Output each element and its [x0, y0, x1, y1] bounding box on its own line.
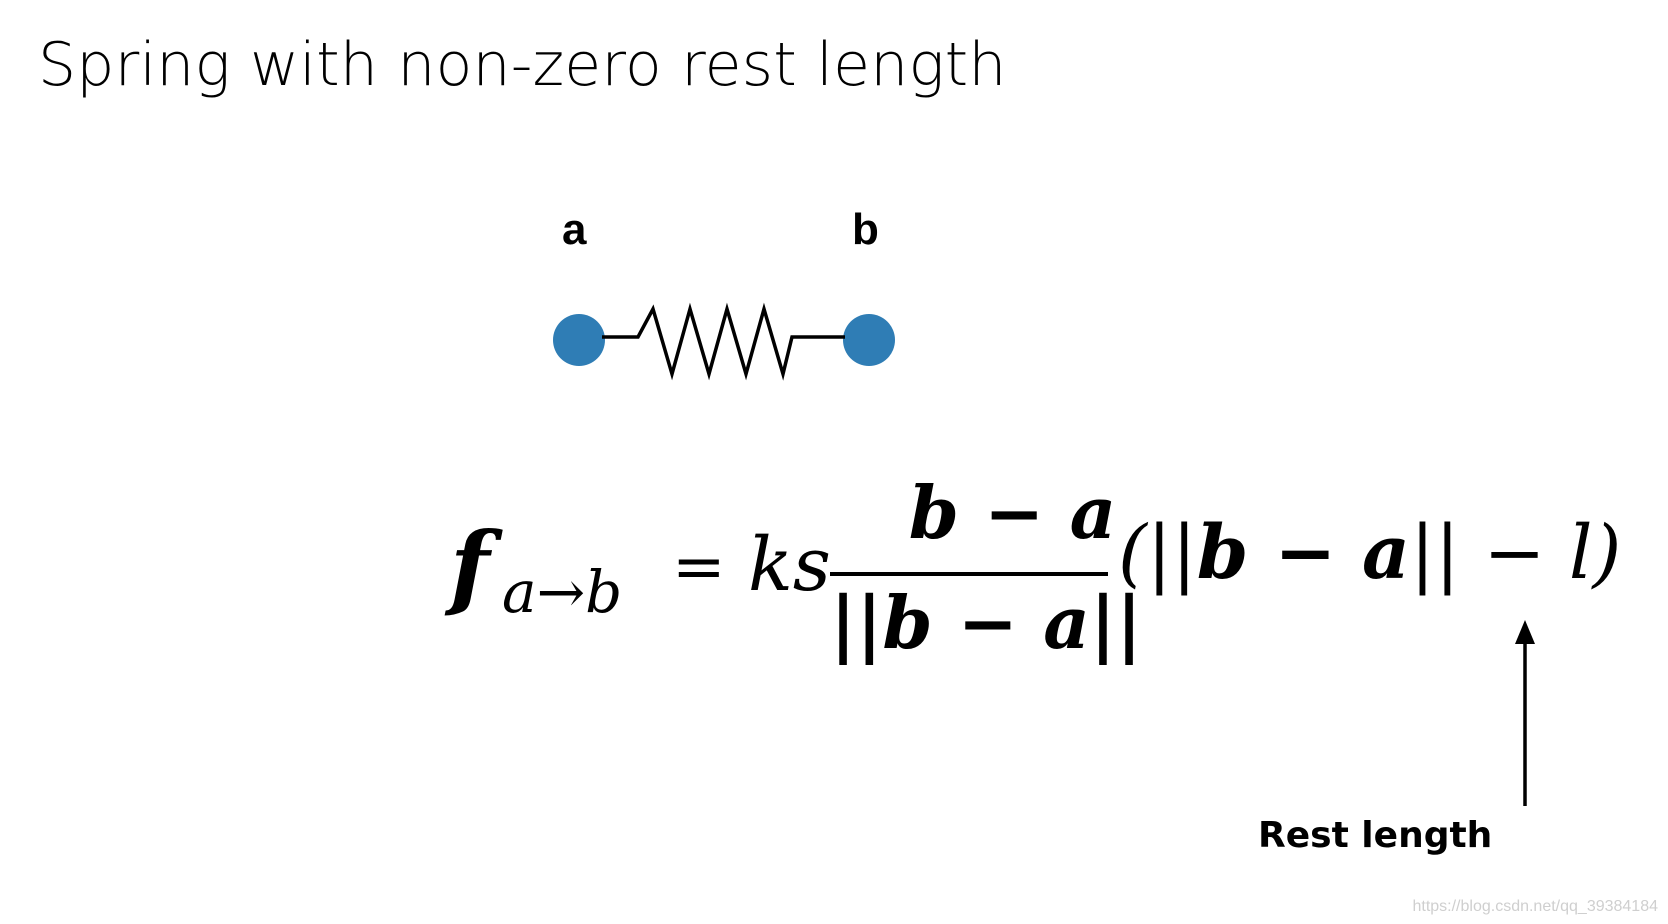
fraction-denominator: ||b − a||	[830, 580, 1143, 665]
fraction-numerator: b − a	[908, 470, 1117, 555]
spring-force-formula: f a→b = ks b − a ||b − a|| (||b − a|| − …	[450, 470, 1621, 690]
rest-length-label: Rest length	[1258, 815, 1493, 856]
node-b-label: b	[852, 205, 879, 254]
node-a-label: a	[562, 205, 587, 254]
rest-length-term: (||b − a|| − l)	[1118, 510, 1621, 596]
spring-coil	[602, 302, 845, 381]
paren-inner: b − a	[1196, 510, 1410, 596]
paren-close: || − l)	[1409, 510, 1622, 596]
node-a	[553, 314, 605, 366]
spring-diagram	[553, 302, 895, 381]
equals-sign: =	[672, 530, 726, 604]
up-arrow-icon	[1515, 620, 1535, 806]
fraction-bar	[830, 572, 1108, 576]
slide-title: Spring with non-zero rest length	[38, 30, 1007, 100]
force-subscript: a→b	[502, 558, 623, 626]
spring-constant: ks	[748, 522, 831, 608]
watermark: https://blog.csdn.net/qq_39384184	[1412, 898, 1658, 915]
force-symbol: f	[450, 512, 490, 620]
node-b	[843, 314, 895, 366]
paren-open: (||	[1118, 510, 1197, 596]
